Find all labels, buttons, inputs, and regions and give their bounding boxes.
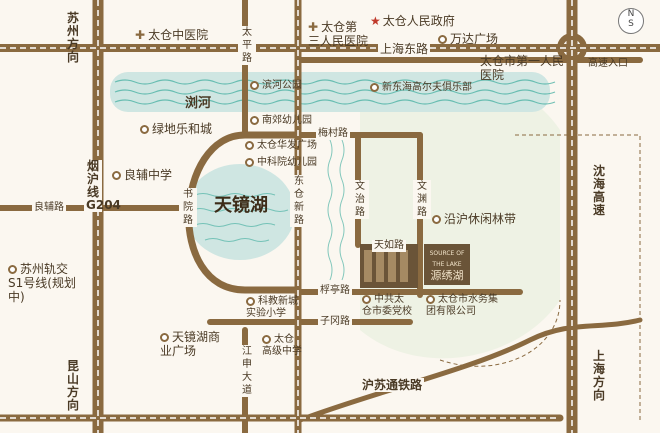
- road-label-wenzhi: 文治路: [351, 180, 369, 219]
- location-dot-icon: [140, 125, 149, 134]
- road-label-meicun: 梅村路: [316, 128, 350, 140]
- poi-zhongke-kindergarten: 中科院幼儿园: [245, 157, 317, 169]
- location-dot-icon: [432, 215, 441, 224]
- road-label-taiping: 太平路: [238, 26, 256, 65]
- project-badge[interactable]: SOURCE OF THE LAKE 源绣湖: [424, 244, 470, 285]
- poi-golf-club: 新东海高尔夫俱乐部: [370, 82, 472, 94]
- poi-tianjing-commercial: 天镜湖商业广场: [160, 330, 221, 358]
- road-label-dongcang: 东仓新路: [290, 175, 308, 227]
- liuhe-river: [110, 72, 550, 112]
- compass-north: N: [627, 9, 635, 19]
- location-dot-icon: [160, 333, 169, 342]
- project-subtitle: SOURCE OF THE LAKE: [429, 250, 465, 268]
- location-dot-icon: [362, 294, 371, 304]
- location-dot-icon: [250, 80, 259, 90]
- railway-label: 沪苏通铁路: [360, 378, 425, 392]
- poi-first-hospital: 太仓市第一人民医院: [480, 54, 565, 82]
- river-waves: [114, 79, 556, 105]
- poi-greenland: 绿地乐和城: [140, 122, 212, 136]
- poi-huafa-plaza: 太仓华发广场: [245, 140, 317, 152]
- poi-government: ★太仓人民政府: [370, 14, 455, 28]
- kunshan-direction-label: 昆山方向: [66, 359, 79, 412]
- planning-boundary: [515, 134, 641, 420]
- location-dot-icon: [262, 334, 271, 344]
- lake-waves: [191, 193, 289, 242]
- road-label-jiangshen: 江申大道: [238, 345, 256, 397]
- hospital-cross-icon: ✚: [308, 20, 319, 34]
- shanghai-direction-label: 上海方向: [592, 349, 605, 402]
- compass-south: S: [628, 19, 634, 29]
- poi-taicang-high: 太仓高级中学: [262, 334, 302, 357]
- compass: N S: [618, 8, 644, 34]
- poi-kejiao-school: 科教新城实验小学: [246, 296, 298, 319]
- poi-leisure-belt: 沿沪休闲林带: [432, 212, 516, 226]
- poi-wanda: 万达广场: [438, 32, 498, 46]
- star-icon: ★: [370, 14, 381, 28]
- road-label-tianru: 天如路: [372, 240, 406, 252]
- road-label-shenhai: 沈海高速: [590, 165, 608, 217]
- poi-liangfu-school: 良辅中学: [112, 168, 172, 182]
- road-label-liangfu: 良辅路: [32, 202, 66, 214]
- road-label-shuyuan: 书院路: [179, 188, 197, 227]
- poi-water-group: 太仓市水务集团有限公司: [426, 294, 498, 317]
- lake-label-tianjing: 天镜湖: [214, 195, 268, 216]
- highway-entrance-label: 高速入口: [588, 58, 628, 69]
- location-dot-icon: [438, 35, 447, 44]
- road-label-zigang: 子冈路: [318, 316, 352, 328]
- location-dot-icon: [112, 171, 121, 180]
- project-buildings: [364, 250, 408, 282]
- river-label-liuhe: 浏河: [185, 96, 212, 111]
- road-label-wenyuan: 文渊路: [413, 180, 431, 219]
- poi-third-hospital: ✚太仓第三人民医院: [308, 20, 369, 48]
- poi-binhe-park: 滨河公园: [250, 80, 302, 92]
- poi-tcm-hospital: ✚太仓中医院: [135, 28, 209, 42]
- poi-party-school: 中共太仓市委党校: [362, 294, 412, 317]
- road-label-futing: 桴亭路: [318, 285, 352, 297]
- poi-metro-s1: 苏州轨交S1号线(规划中): [8, 262, 76, 304]
- metro-icon: [8, 265, 17, 274]
- hospital-cross-icon: ✚: [135, 28, 146, 42]
- location-dot-icon: [250, 115, 259, 125]
- tianjing-lake-water: [185, 164, 295, 260]
- location-dot-icon: [426, 294, 435, 304]
- location-dot-icon: [245, 140, 254, 150]
- poi-nanjiao-kindergarten: 南郊幼儿园: [250, 115, 312, 127]
- road-label-g204: 烟沪线G204: [84, 159, 121, 212]
- location-dot-icon: [246, 296, 255, 306]
- project-name: 源绣湖: [430, 269, 464, 282]
- location-dot-icon: [245, 157, 254, 167]
- suzhou-direction-label: 苏州方向: [66, 11, 79, 64]
- road-label-shanghai-east: 上海东路: [378, 42, 431, 56]
- location-dot-icon: [370, 82, 379, 92]
